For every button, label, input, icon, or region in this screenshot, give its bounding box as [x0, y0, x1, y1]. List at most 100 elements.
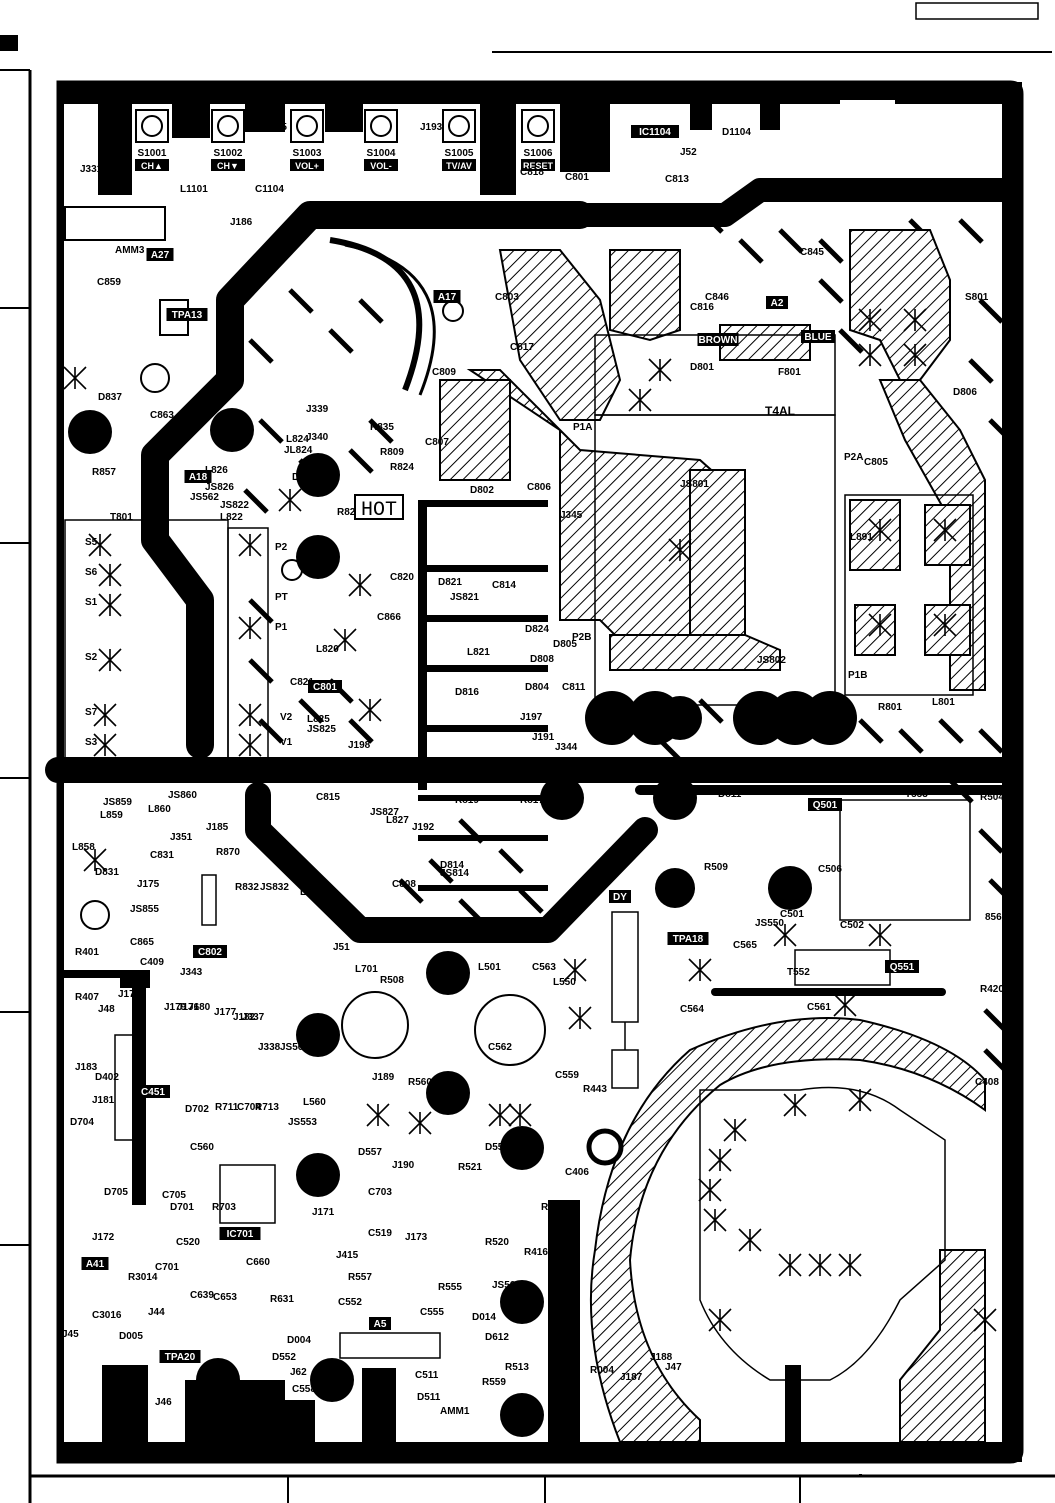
switch-ref-label: S1006	[524, 148, 553, 159]
component-label: D511	[417, 1392, 441, 1403]
component-label: D552	[272, 1352, 296, 1363]
component-label: R416	[524, 1247, 548, 1258]
component-label: R557	[348, 1272, 372, 1283]
solder-pad	[426, 1071, 470, 1115]
hatch-stroke	[348, 718, 374, 744]
component-label: C563	[532, 962, 556, 973]
component-label: D403	[205, 1407, 229, 1418]
component-label: L824	[286, 434, 309, 445]
component-label: J198	[348, 740, 371, 751]
component-label: C560	[190, 1142, 214, 1153]
component-label: R420	[980, 984, 1004, 995]
component-label: JS561	[492, 1280, 521, 1291]
hatch-stroke	[398, 878, 424, 904]
switch-func-box	[364, 159, 398, 171]
component-label: C820	[390, 572, 414, 583]
component-label: JS553	[288, 1117, 317, 1128]
component-label: J182	[233, 1012, 256, 1023]
ground-traces	[45, 178, 1015, 996]
component-label: AMM1	[456, 202, 486, 213]
hatch-stroke	[978, 298, 1004, 324]
component-label: C831	[150, 850, 174, 861]
component-label: D805	[553, 639, 577, 650]
switch-actuator	[296, 115, 318, 137]
hatch-stroke	[243, 488, 269, 514]
hatch-stroke	[968, 358, 994, 384]
component-label: J173	[405, 1232, 428, 1243]
component-label: JS825	[307, 724, 336, 735]
boxed-label-bg	[697, 333, 739, 346]
component-label: J197	[520, 712, 543, 723]
component-label: R508	[380, 975, 404, 986]
hatch-stroke	[948, 778, 974, 804]
component-label: S3	[85, 737, 98, 748]
hatch-stroke	[778, 228, 804, 254]
solder-pad	[426, 951, 470, 995]
component-label: D814	[440, 860, 464, 871]
boxed-label: A18	[189, 472, 208, 483]
component-label: J351	[170, 832, 193, 843]
component-label: L859	[100, 810, 123, 821]
component-label: JS859	[103, 797, 132, 808]
hot-label: HOT	[361, 499, 397, 522]
boxed-label: A2	[771, 298, 784, 309]
component-label: D004	[287, 1335, 311, 1346]
component-label: D804	[525, 682, 549, 693]
component-label: J171	[312, 1207, 335, 1218]
component-label: R870	[216, 847, 240, 858]
hatch-stroke	[983, 1048, 1009, 1074]
component-label: C705	[162, 1190, 186, 1201]
component-label: C1104	[255, 184, 284, 195]
boxed-label: TPA18	[673, 934, 704, 945]
component-label: R821	[337, 507, 361, 518]
component-label: D816	[455, 687, 479, 698]
boxed-label: BLUE	[804, 332, 832, 343]
boxed-label: IC1104	[639, 127, 671, 138]
component-label: L891	[850, 532, 873, 543]
component-label: R857	[92, 467, 116, 478]
component-label: R819	[455, 795, 479, 806]
hatch-stroke	[988, 418, 1014, 444]
component-label: L560	[303, 1097, 326, 1108]
component-label: J338	[258, 1042, 281, 1053]
component-label: D402	[95, 1072, 119, 1083]
component-label: R520	[485, 1237, 509, 1248]
fuse-rating-label: T4AL	[765, 404, 795, 418]
component-label: C816	[690, 302, 714, 313]
switch-body	[135, 109, 169, 143]
boxed-label-bg	[193, 945, 227, 958]
component-label: C815	[316, 792, 340, 803]
boxed-label-bg	[369, 1317, 391, 1330]
component-label: C703	[368, 1187, 392, 1198]
hatch-stroke	[428, 858, 454, 884]
boxed-label: A17	[438, 292, 457, 303]
switch-ref-label: S1002	[214, 148, 243, 159]
component-label: JL824	[284, 445, 313, 456]
component-label: S5	[85, 537, 98, 548]
component-label: T552	[787, 967, 810, 978]
component-label: S2	[85, 652, 98, 663]
component-label: J172	[92, 1232, 115, 1243]
component-label: D704	[70, 1117, 94, 1128]
boxed-labels: A27TPA13A17A18A2C801C802C451IC701A41A5TP…	[81, 125, 919, 1363]
component-label: J175	[137, 879, 160, 890]
component-label: D802	[470, 485, 494, 496]
component-label: R401	[75, 947, 99, 958]
component-label: R3014	[128, 1272, 158, 1283]
hatch-stroke	[348, 448, 374, 474]
boxed-label: A41	[86, 1259, 105, 1270]
switch-func-label: RESET	[523, 161, 554, 171]
component-label: C866	[377, 612, 401, 623]
component-label: J340	[306, 432, 329, 443]
component-label: R824	[390, 462, 414, 473]
switch-actuator	[217, 115, 239, 137]
component-label: J343	[180, 967, 203, 978]
hatch-stroke	[858, 718, 884, 744]
hatch-stroke	[248, 338, 274, 364]
hatch-stroke	[698, 698, 724, 724]
component-label: C552	[338, 1297, 362, 1308]
component-label: J190	[392, 1160, 415, 1171]
switch-ref-label: S1004	[367, 148, 396, 159]
component-label: JS801	[680, 479, 709, 490]
